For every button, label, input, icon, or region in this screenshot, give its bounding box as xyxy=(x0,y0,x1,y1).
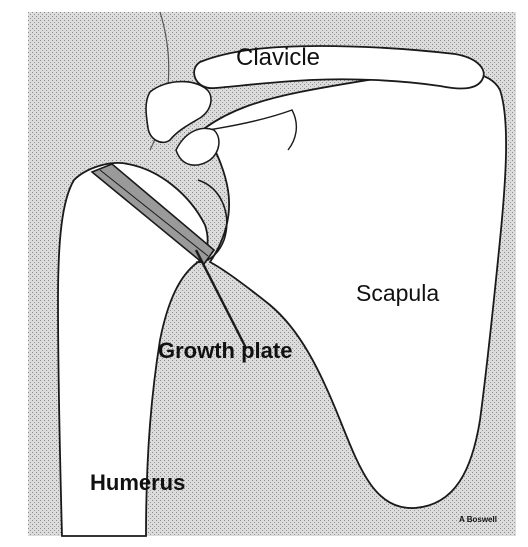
clavicle-label: Clavicle xyxy=(236,46,320,70)
humerus-label: Humerus xyxy=(90,472,185,494)
scapula-label: Scapula xyxy=(356,282,439,305)
growth-plate-label: Growth plate xyxy=(158,340,292,362)
artist-credit: A Boswell xyxy=(459,516,497,524)
